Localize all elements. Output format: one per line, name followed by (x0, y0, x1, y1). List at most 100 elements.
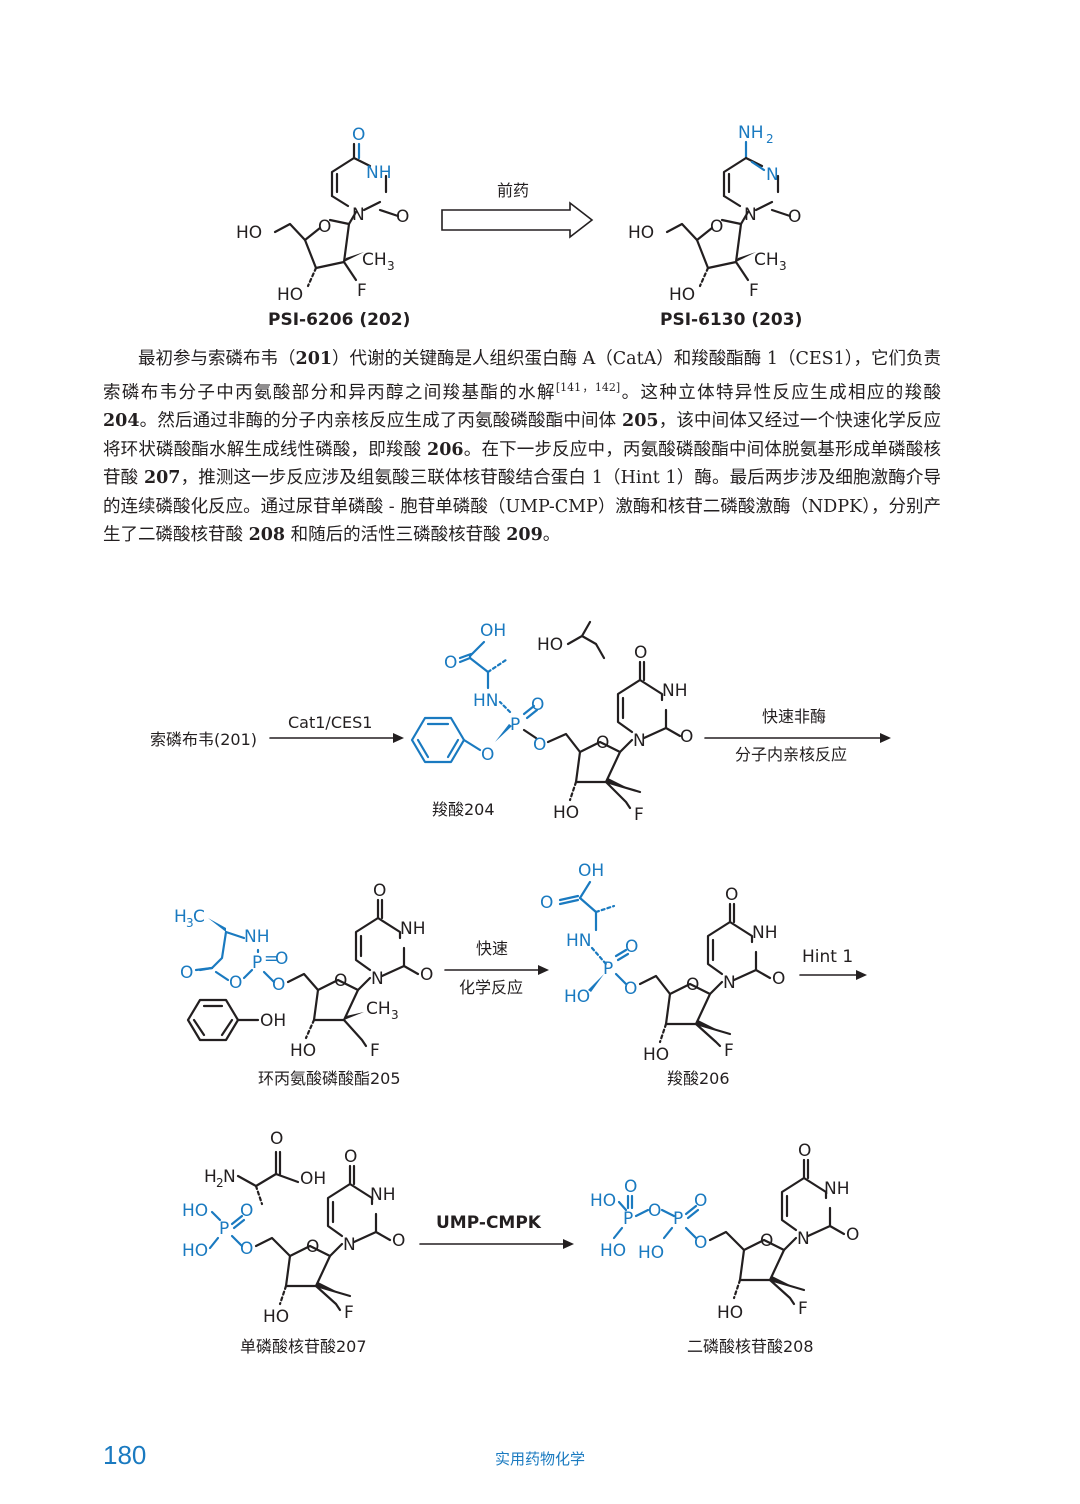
svg-text:OH: OH (260, 1011, 286, 1031)
svg-text:HO: HO (263, 1307, 289, 1327)
svg-text:O: O (481, 745, 494, 765)
arrow-fast-chemical: 快速 化学反应 (444, 939, 549, 997)
svg-text:F: F (634, 805, 644, 825)
svg-text:O: O (788, 207, 801, 227)
svg-text:快速: 快速 (476, 939, 508, 958)
svg-text:2: 2 (766, 132, 774, 146)
citation-ref: [141，142] (555, 380, 621, 394)
svg-text:O: O (240, 1201, 253, 1221)
svg-text:F: F (724, 1041, 734, 1061)
svg-text:N: N (797, 1229, 810, 1249)
svg-text:O: O (180, 963, 193, 983)
svg-text:O: O (772, 969, 785, 989)
svg-text:HO: HO (717, 1303, 743, 1323)
svg-text:N: N (352, 205, 365, 225)
svg-text:O: O (318, 217, 331, 237)
svg-text:O: O (540, 893, 553, 913)
svg-text:O: O (420, 965, 433, 985)
svg-text:NH: NH (400, 919, 426, 939)
body-paragraph: 最初参与索磷布韦（201）代谢的关键酶是人组织蛋白酶 A（CatA）和羧酸酯酶 … (103, 345, 941, 550)
svg-text:O: O (694, 1233, 707, 1253)
svg-text:O: O (344, 1147, 357, 1167)
svg-text:N: N (223, 1167, 236, 1187)
svg-text:O: O (373, 881, 386, 901)
svg-text:快速非酶: 快速非酶 (762, 707, 826, 726)
svg-text:N: N (371, 969, 384, 989)
page-number: 180 (103, 1440, 147, 1470)
svg-text:=: = (264, 949, 278, 969)
book-title: 实用药物化学 (494, 1450, 585, 1468)
scheme-row-1: 索磷布韦(201) Cat1/CES1 O P O HN O OH O HO O (0, 610, 1080, 840)
svg-text:O: O (648, 1201, 661, 1221)
svg-text:O: O (624, 979, 637, 999)
compound-number: 204 (103, 411, 140, 432)
svg-text:Hint 1: Hint 1 (802, 947, 853, 967)
svg-text:PSI-6130 (203): PSI-6130 (203) (660, 310, 802, 330)
paragraph-text: 。然后通过非酶的分子内亲核反应生成了丙氨酸磷酸酯中间体 (139, 411, 623, 432)
compound-number: 208 (248, 525, 286, 546)
svg-text:OH: OH (300, 1169, 326, 1189)
svg-text:P: P (219, 1219, 229, 1239)
arrow-label-prodrug: 前药 (497, 181, 529, 200)
paragraph-text: ）代谢的关键酶是人组织蛋白酶 A（CatA）和羧酸酯酶 1（CES1），它们负责… (103, 349, 941, 403)
svg-text:P: P (510, 715, 520, 735)
svg-text:P: P (623, 1209, 633, 1229)
svg-text:羧酸204: 羧酸204 (432, 800, 495, 819)
svg-text:F: F (749, 281, 759, 301)
svg-text:F: F (357, 281, 367, 301)
svg-text:OH: OH (578, 861, 604, 881)
svg-text:N: N (744, 205, 757, 225)
svg-text:3: 3 (186, 916, 194, 930)
svg-text:HO: HO (638, 1243, 664, 1263)
paragraph-text: 。这种立体特异性反应生成相应的羧酸 (620, 382, 942, 403)
svg-text:F: F (798, 1299, 808, 1319)
svg-text:3: 3 (779, 259, 787, 273)
svg-text:O: O (352, 125, 365, 145)
svg-text:O: O (334, 971, 347, 991)
compound-number: 205 (622, 411, 659, 432)
svg-text:二磷酸核苷酸208: 二磷酸核苷酸208 (687, 1337, 814, 1356)
svg-text:CH: CH (366, 999, 391, 1019)
svg-text:O: O (760, 1231, 773, 1251)
svg-text:O: O (846, 1225, 859, 1245)
paragraph-text: ，该中间体又经过一个快速化学反应将环状磷酸酯水解生成线性磷酸，即羧酸 (103, 411, 942, 460)
svg-text:O: O (634, 643, 647, 663)
compound-number: 209 (506, 525, 543, 546)
svg-text:HO: HO (600, 1241, 626, 1261)
arrow-cat1-ces1: Cat1/CES1 (269, 713, 404, 743)
svg-text:O: O (533, 735, 546, 755)
arrow-ump-cmpk: UMP-CMPK (419, 1213, 574, 1249)
compound-number: 201 (295, 349, 333, 369)
svg-text:P: P (603, 959, 613, 979)
svg-text:F: F (344, 1303, 354, 1323)
svg-text:HO: HO (277, 285, 303, 305)
svg-text:O: O (229, 973, 242, 993)
svg-text:O: O (686, 975, 699, 995)
paragraph-text: 和随后的活性三磷酸核苷酸 (285, 525, 507, 546)
svg-text:HO: HO (236, 223, 262, 243)
svg-text:3: 3 (391, 1008, 399, 1022)
svg-text:Cat1/CES1: Cat1/CES1 (288, 713, 372, 732)
svg-text:HO: HO (553, 803, 579, 823)
svg-text:NH: NH (738, 123, 764, 143)
svg-text:H: H (174, 907, 187, 927)
svg-text:F: F (370, 1041, 380, 1061)
svg-text:O: O (531, 695, 544, 715)
svg-text:HO: HO (590, 1191, 616, 1211)
svg-text:O: O (725, 885, 738, 905)
svg-text:3: 3 (387, 259, 395, 273)
paragraph-text: 最初参与索磷布韦（ (138, 349, 296, 369)
svg-text:HO: HO (537, 635, 563, 655)
svg-text:HO: HO (290, 1041, 316, 1061)
compound-204-structure: O P O HN O OH O HO O F HO O NH N (410, 620, 693, 825)
svg-text:环丙氨酸磷酸酯205: 环丙氨酸磷酸酯205 (258, 1069, 401, 1088)
compound-number: 206 (427, 439, 464, 460)
sofosbuvir-label: 索磷布韦(201) (150, 730, 257, 749)
svg-text:HN: HN (473, 691, 499, 711)
svg-text:HO: HO (182, 1241, 208, 1261)
compound-206-structure: OH O HN P O HO O O F HO O NH N O 羧酸206 (540, 861, 785, 1088)
